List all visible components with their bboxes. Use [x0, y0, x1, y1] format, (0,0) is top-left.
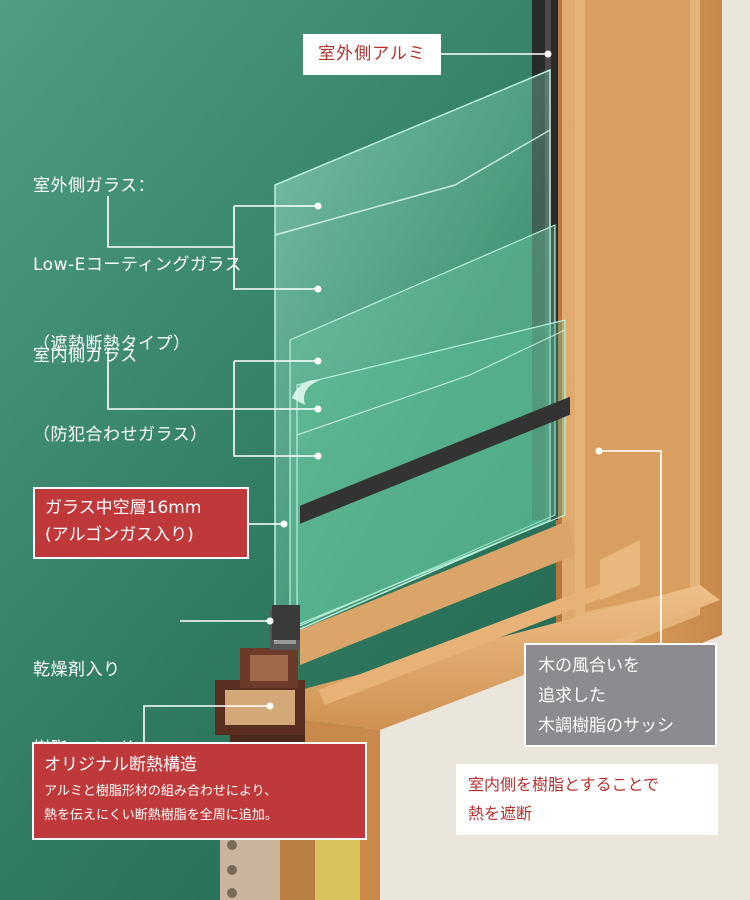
insulation-structure-body-line-2: 熱を伝えにくい断熱樹脂を全周に追加。 [44, 808, 278, 823]
corner-bead [600, 540, 640, 600]
wood-sill [300, 585, 720, 730]
spacer-bottom [300, 396, 570, 524]
interior-resin-note-line-2: 熱を遮断 [468, 804, 533, 823]
inner-glass-pane-1 [289, 224, 556, 631]
wood-bead [318, 580, 618, 705]
spacer-label-line-1: 乾燥剤入り [33, 659, 121, 680]
inner-glass-label: 室内側ガラス （防犯合わせガラス） [33, 290, 208, 474]
inner-glass-pane-2 [296, 319, 566, 626]
inner-glass-label-line-2: （防犯合わせガラス） [33, 424, 208, 445]
inner-glass-label-line-1: 室内側ガラス [33, 345, 138, 366]
glass-highlight [296, 329, 566, 436]
wood-sash-label: 木の風合いを 追求した 木調樹脂のサッシ [524, 643, 717, 747]
leader-lines [107, 53, 662, 743]
outer-glass-label: 室外側ガラス： Low-Eコーティングガラス （遮熱断熱タイプ） [33, 120, 242, 383]
insulation-structure-body-line-1: アルミと樹脂形材の組み合わせにより、 [44, 784, 278, 799]
hollow-layer-label: ガラス中空層16mm (アルゴンガス入り) [33, 487, 249, 559]
interior-resin-note: 室内側を樹脂とすることで 熱を遮断 [456, 764, 718, 835]
wood-frame-groove [585, 0, 690, 612]
insulation-structure-title: オリジナル断熱構造 [44, 755, 197, 775]
outer-glass-label-line-2: Low-Eコーティングガラス [33, 254, 242, 275]
interior-resin-note-line-1: 室内側を樹脂とすることで [468, 775, 660, 794]
wood-sash-label-line-1: 木の風合いを [538, 656, 640, 676]
wood-sill-top [300, 520, 575, 665]
wood-sash-label-line-2: 追求した [538, 686, 606, 706]
glass-highlight [274, 129, 551, 236]
outer-glass-label-line-1: 室外側ガラス： [33, 175, 156, 196]
insulation-structure-label: オリジナル断熱構造 アルミと樹脂形材の組み合わせにより、 熱を伝えにくい断熱樹脂… [32, 742, 367, 840]
glass-peel-curl [292, 379, 320, 405]
hollow-layer-label-line-1: ガラス中空層16mm [45, 498, 202, 518]
resin-spacer [272, 605, 300, 640]
wood-sash-label-line-3: 木調樹脂のサッシ [538, 716, 674, 736]
outer-glass-label-line-3: （遮熱断熱タイプ） [33, 333, 191, 354]
hollow-layer-label-line-2: (アルゴンガス入り) [45, 525, 194, 545]
wood-frame-edge [556, 0, 562, 690]
outer-aluminum-label: 室外側アルミ [303, 34, 441, 75]
leader-dots [266, 50, 603, 710]
